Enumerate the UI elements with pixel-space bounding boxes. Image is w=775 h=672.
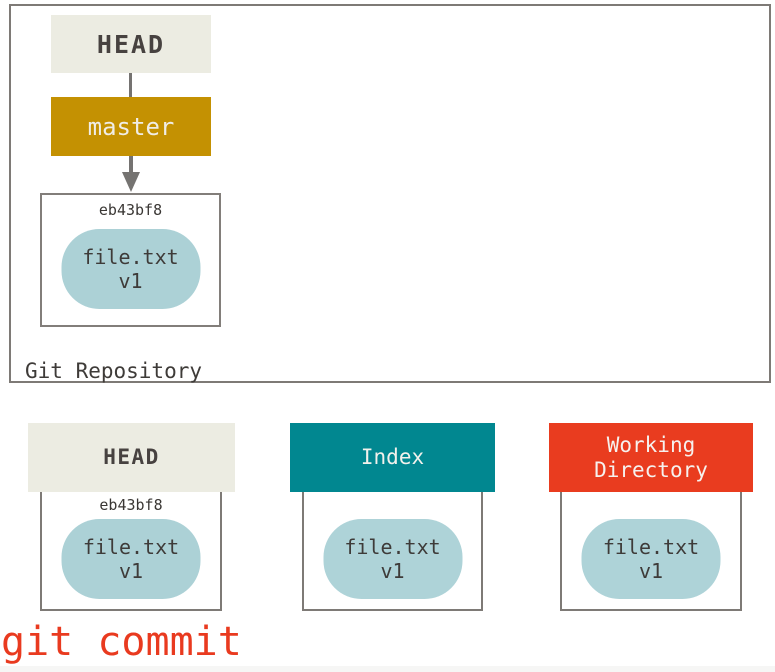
head-ref-box: HEAD bbox=[51, 15, 211, 73]
working-directory-area-title: Working Directory bbox=[594, 433, 708, 482]
file-version: v1 bbox=[380, 559, 405, 583]
file-blob: file.txt v1 bbox=[61, 229, 200, 309]
bottom-divider bbox=[0, 666, 775, 672]
git-command-caption: git commit bbox=[1, 619, 242, 665]
file-name: file.txt bbox=[344, 535, 441, 559]
index-area-title: Index bbox=[360, 445, 425, 470]
commit-box: eb43bf8 file.txt v1 bbox=[40, 193, 221, 327]
file-version: v1 bbox=[118, 559, 144, 583]
file-blob: file.txt v1 bbox=[581, 519, 721, 599]
head-ref-label: HEAD bbox=[96, 29, 166, 59]
file-version: v1 bbox=[118, 269, 143, 293]
head-area-title: HEAD bbox=[103, 445, 160, 470]
working-directory-area-box: file.txt v1 bbox=[560, 490, 742, 611]
file-blob: file.txt v1 bbox=[323, 519, 462, 599]
file-name: file.txt bbox=[82, 535, 180, 559]
head-area-header: HEAD bbox=[28, 423, 235, 492]
branch-to-commit-arrow-head bbox=[122, 172, 140, 192]
index-area-header: Index bbox=[290, 423, 495, 492]
master-branch-box: master bbox=[51, 97, 211, 156]
file-version: v1 bbox=[638, 559, 664, 583]
file-name: file.txt bbox=[82, 245, 179, 269]
master-branch-label: master bbox=[87, 112, 175, 141]
working-directory-area-header: Working Directory bbox=[549, 423, 753, 492]
file-blob: file.txt v1 bbox=[61, 519, 201, 599]
git-repository-label: Git Repository bbox=[25, 359, 203, 383]
head-to-branch-connector bbox=[129, 73, 132, 97]
head-area-box: eb43bf8 file.txt v1 bbox=[40, 490, 222, 611]
head-area-commit-hash: eb43bf8 bbox=[99, 496, 163, 514]
index-area-box: file.txt v1 bbox=[302, 490, 483, 611]
file-name: file.txt bbox=[602, 535, 700, 559]
commit-hash: eb43bf8 bbox=[98, 201, 163, 219]
branch-to-commit-arrow-stem bbox=[129, 156, 133, 174]
